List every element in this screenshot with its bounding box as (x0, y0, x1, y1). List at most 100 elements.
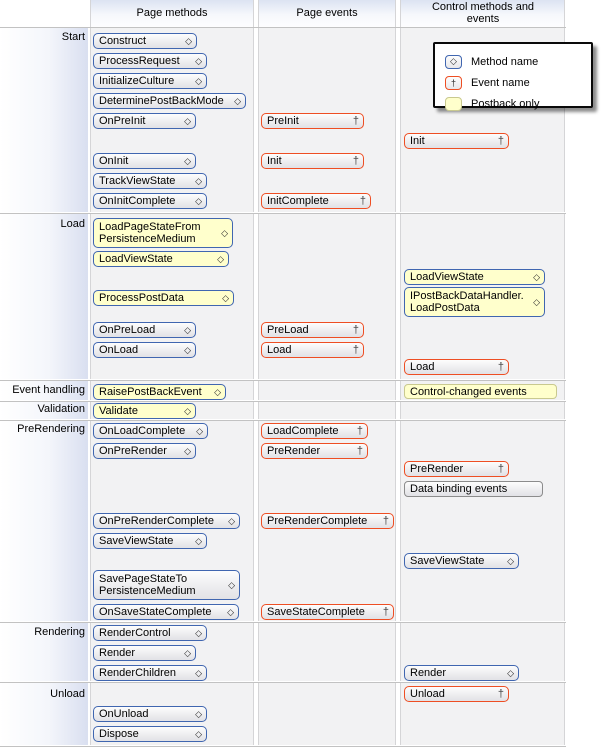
row-label-band-rendering (0, 623, 88, 681)
row-label-band-load (0, 214, 88, 379)
event-dagger-icon: † (359, 195, 366, 207)
box-oninitcomplete: OnInitComplete ◇ (93, 193, 207, 209)
box-oninit: OnInit◇ (93, 153, 196, 169)
box-label: InitComplete (267, 195, 329, 207)
grid-cell-unload-col2 (258, 683, 396, 745)
box-label: LoadViewState (410, 271, 484, 283)
method-diamond-icon: ◇ (184, 345, 191, 355)
event-dagger-icon: † (352, 344, 359, 356)
box-prerender: PreRender† (261, 443, 368, 459)
method-diamond-icon: ◇ (196, 426, 203, 436)
box-label: PreRender (410, 463, 464, 475)
event-dagger-icon: † (352, 324, 359, 336)
postback-swatch (445, 96, 462, 111)
method-diamond-icon: ◇ (195, 668, 202, 678)
box-loadpagestatefrom-persistencemedium: LoadPageStateFrom PersistenceMedium ◇ (93, 218, 233, 248)
box-prerendercomplete: PreRenderComplete † (261, 513, 394, 529)
method-diamond-icon: ◇ (228, 580, 235, 590)
box-label: Init (410, 135, 425, 147)
method-diamond-icon: ◇ (228, 516, 235, 526)
event-dagger-icon: † (497, 361, 504, 373)
box-label: OnInitComplete (99, 195, 176, 207)
method-diamond-icon: ◇ (221, 228, 228, 238)
method-diamond-icon: ◇ (184, 156, 191, 166)
box-data-binding-events: Data binding events (404, 481, 543, 497)
column-header-page-events: Page events (296, 7, 358, 19)
event-dagger-icon: † (382, 606, 389, 618)
box-label: PreRenderComplete (267, 515, 368, 527)
box-validate: Validate◇ (93, 403, 196, 419)
box-preinit: PreInit† (261, 113, 364, 129)
row-label-band-unload (0, 683, 88, 745)
row-label-validation: Validation (37, 403, 86, 415)
box-prerender: PreRender† (404, 461, 509, 477)
box-label: SaveStateComplete (267, 606, 365, 618)
box-savepagestateto-persistencemedium: SavePageStateTo PersistenceMedium ◇ (93, 570, 240, 600)
method-diamond-icon: ◇ (195, 56, 202, 66)
box-label: ProcessRequest (99, 55, 180, 67)
row-label-prerendering: PreRendering (17, 423, 85, 435)
box-label: ProcessPostData (99, 292, 184, 304)
method-diamond-icon: ◇ (195, 709, 202, 719)
box-onprerender: OnPreRender◇ (93, 443, 196, 459)
box-label: Dispose (99, 728, 139, 740)
box-loadviewstate: LoadViewState◇ (93, 251, 229, 267)
separator-line (0, 622, 566, 623)
method-diamond-icon: ◇ (533, 272, 540, 282)
box-label: LoadPageStateFrom PersistenceMedium (99, 221, 201, 245)
box-load: Load† (261, 342, 364, 358)
box-initializeculture: InitializeCulture◇ (93, 73, 207, 89)
box-label: Unload (410, 688, 445, 700)
box-init: Init † (404, 133, 509, 149)
method-diamond-icon: ◇ (195, 536, 202, 546)
legend-item-label: Method name (471, 55, 539, 68)
legend-item-postback-only: Postback only (445, 93, 581, 114)
row-label-band-prerendering (0, 421, 88, 621)
box-initcomplete: InitComplete † (261, 193, 371, 209)
box-onpreinit: OnPreInit◇ (93, 113, 196, 129)
box-control-changed-events: Control-changed events (404, 384, 557, 399)
box-label: Control-changed events (410, 385, 527, 398)
box-label: RaisePostBackEvent (99, 386, 202, 398)
box-trackviewstate: TrackViewState◇ (93, 173, 207, 189)
method-diamond-icon: ◇ (184, 325, 191, 335)
box-processpostdata: ProcessPostData ◇ (93, 290, 234, 306)
grid-cell-validation-col2 (258, 402, 396, 419)
box-label: OnPreInit (99, 115, 146, 127)
row-label-load: Load (60, 218, 85, 230)
method-diamond-icon: ◇ (195, 196, 202, 206)
box-label: IPostBackDataHandler. LoadPostData (410, 290, 524, 314)
box-label: Render (410, 667, 447, 679)
box-savestatecomplete: SaveStateComplete † (261, 604, 394, 620)
method-diamond-icon: ◇ (533, 297, 540, 307)
box-onpreload: OnPreLoad◇ (93, 322, 196, 338)
box-label: OnPreRenderComplete (99, 515, 214, 527)
grid-cell-header-col3 (400, 0, 565, 27)
separator-line (0, 213, 566, 214)
box-saveviewstate: SaveViewState ◇ (93, 533, 207, 549)
event-dagger-icon: † (356, 425, 363, 437)
grid-cell-header-col1 (90, 0, 254, 27)
method-diamond-icon: ◇ (234, 96, 241, 106)
row-label-band-event-handling (0, 381, 88, 400)
box-construct: Construct◇ (93, 33, 197, 49)
legend-item-event-name: † Event name (445, 72, 581, 93)
method-diamond-icon: ◇ (195, 76, 202, 86)
box-label: Init (267, 155, 282, 167)
box-label: SavePageStateTo PersistenceMedium (99, 573, 196, 597)
box-label: RenderControl (99, 627, 171, 639)
box-onunload: OnUnload◇ (93, 706, 207, 722)
box-label: OnSaveStateComplete (99, 606, 212, 618)
method-diamond-icon: ◇ (222, 293, 229, 303)
row-label-unload: Unload (50, 688, 85, 700)
box-preload: PreLoad† (261, 322, 364, 338)
dagger-icon: † (445, 75, 462, 90)
box-onloadcomplete: OnLoadComplete◇ (93, 423, 208, 439)
event-dagger-icon: † (382, 515, 389, 527)
event-dagger-icon: † (356, 445, 363, 457)
grid-cell-rendering-col2 (258, 623, 396, 681)
box-determinepostbackmode: DeterminePostBackMode◇ (93, 93, 246, 109)
legend-item-label: Event name (471, 76, 530, 89)
box-label: SaveViewState (99, 535, 174, 547)
event-dagger-icon: † (497, 135, 504, 147)
